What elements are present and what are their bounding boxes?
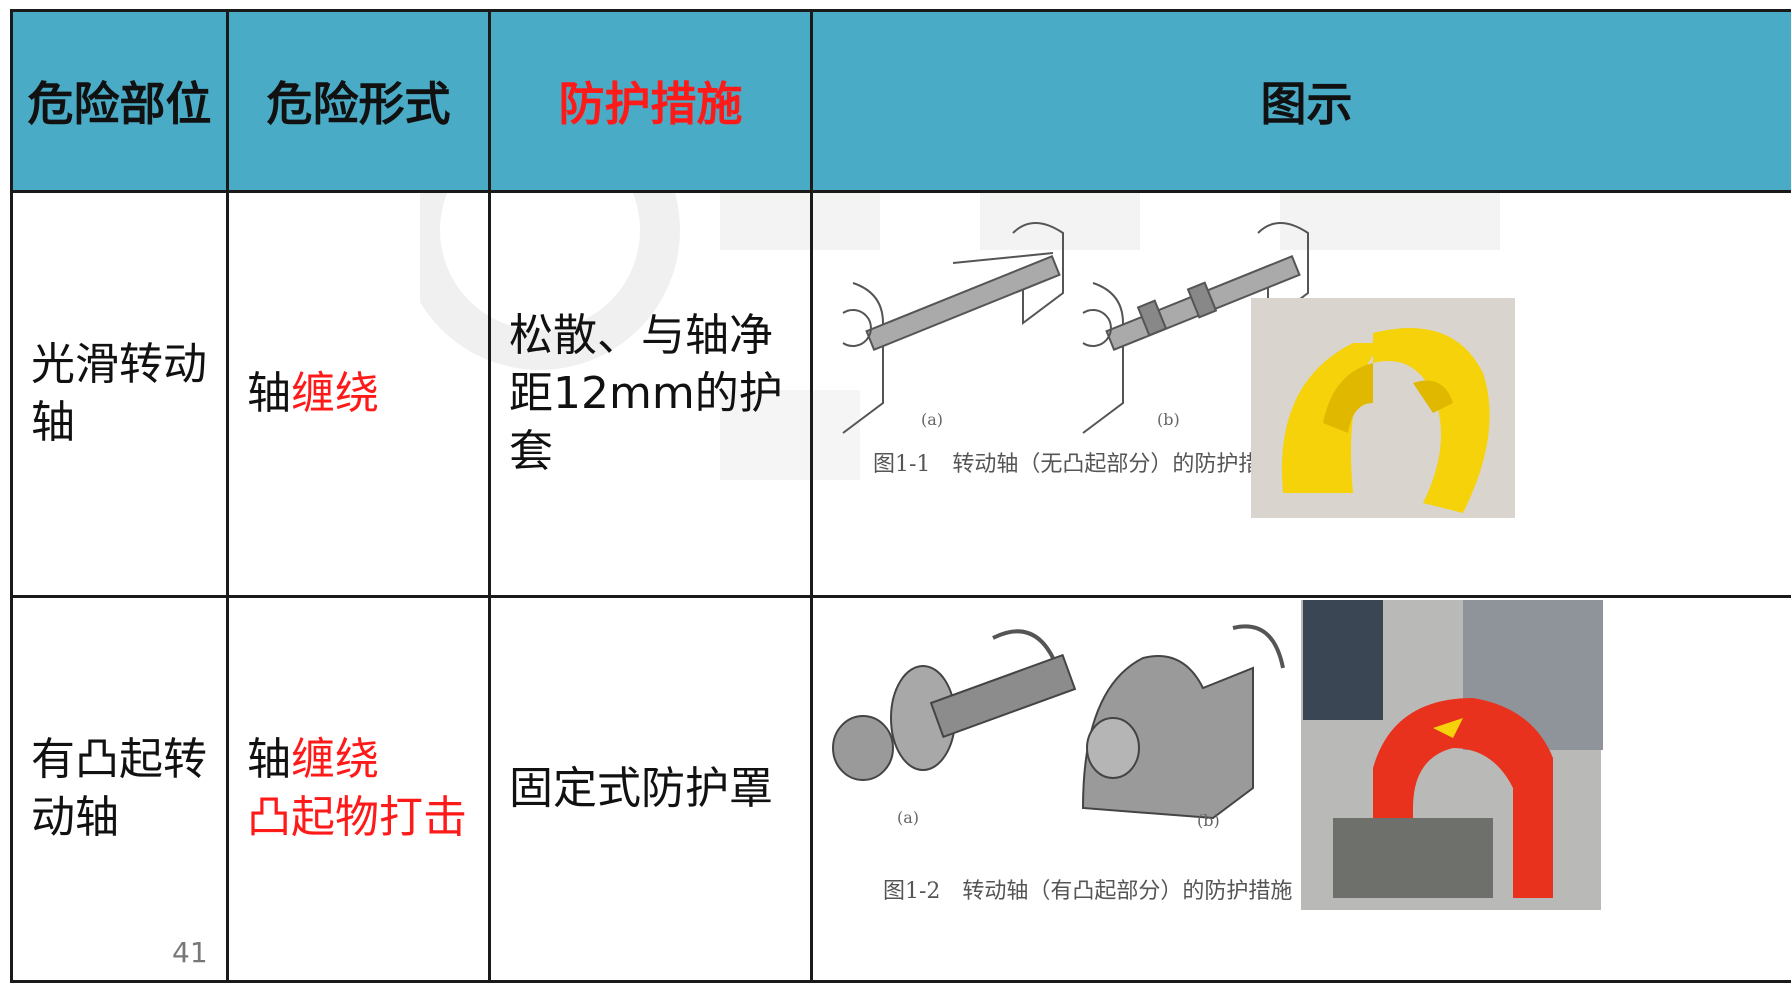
header-part: 危险部位 — [12, 11, 228, 192]
risk-object: 轴 — [247, 734, 291, 785]
risk-text: 轴缠绕 凸起物打击 — [229, 731, 488, 847]
header-row: 危险部位 危险形式 防护措施 图示 — [12, 11, 1791, 192]
measure-cell: 固定式防护罩 — [490, 597, 812, 982]
yellow-sleeve-photo — [1251, 298, 1515, 518]
drawing-a — [843, 223, 1063, 433]
header-risk: 危险形式 — [228, 11, 490, 192]
shaft-sleeve-figure: (a) (b) 图1-1 转动轴（无凸起部分）的防护措施 — [813, 193, 1791, 591]
header-measure: 防护措施 — [490, 11, 812, 192]
page-number: 41 — [172, 936, 208, 969]
risk-object: 轴 — [247, 368, 291, 419]
fig-label-b: (b) — [1157, 410, 1180, 429]
illustration-cell: (a) (b) 图1-1 转动轴（无凸起部分）的防护措施 — [812, 192, 1791, 597]
fig-caption: 图1-1 转动轴（无凸起部分）的防护措施 — [873, 452, 1282, 477]
header-illustration: 图示 — [812, 11, 1791, 192]
hazard-table: 危险部位 危险形式 防护措施 图示 光滑转动轴 轴缠绕 松散、与轴净距12mm的… — [10, 9, 1791, 983]
drawing-b — [1083, 626, 1283, 818]
fig-label-a: (a) — [921, 410, 943, 429]
part-cell: 有凸起转动轴 — [12, 597, 228, 982]
risk-type-2: 凸起物打击 — [247, 792, 467, 843]
risk-text: 轴缠绕 — [229, 365, 488, 423]
drawing-a — [833, 631, 1075, 780]
table-row: 光滑转动轴 轴缠绕 松散、与轴净距12mm的护套 — [12, 192, 1791, 597]
measure-cell: 松散、与轴净距12mm的护套 — [490, 192, 812, 597]
table-row: 有凸起转动轴 轴缠绕 凸起物打击 固定式防护罩 — [12, 597, 1791, 982]
shaft-guard-figure: (a) (b) 图1-2 转动轴（有凸起部分）的防护措施 — [813, 598, 1791, 976]
part-text: 光滑转动轴 — [13, 336, 221, 452]
risk-type: 缠绕 — [291, 734, 379, 785]
fig-label-b: (b) — [1197, 811, 1220, 830]
measure-text: 松散、与轴净距12mm的护套 — [491, 307, 799, 481]
risk-type: 缠绕 — [291, 368, 379, 419]
risk-cell: 轴缠绕 凸起物打击 — [228, 597, 490, 982]
fig-caption: 图1-2 转动轴（有凸起部分）的防护措施 — [883, 879, 1292, 904]
measure-text: 固定式防护罩 — [491, 760, 810, 818]
red-guard-photo — [1301, 600, 1603, 910]
illustration-cell: (a) (b) 图1-2 转动轴（有凸起部分）的防护措施 — [812, 597, 1791, 982]
part-cell: 光滑转动轴 — [12, 192, 228, 597]
risk-cell: 轴缠绕 — [228, 192, 490, 597]
fig-label-a: (a) — [897, 808, 919, 827]
part-text: 有凸起转动轴 — [13, 731, 221, 847]
